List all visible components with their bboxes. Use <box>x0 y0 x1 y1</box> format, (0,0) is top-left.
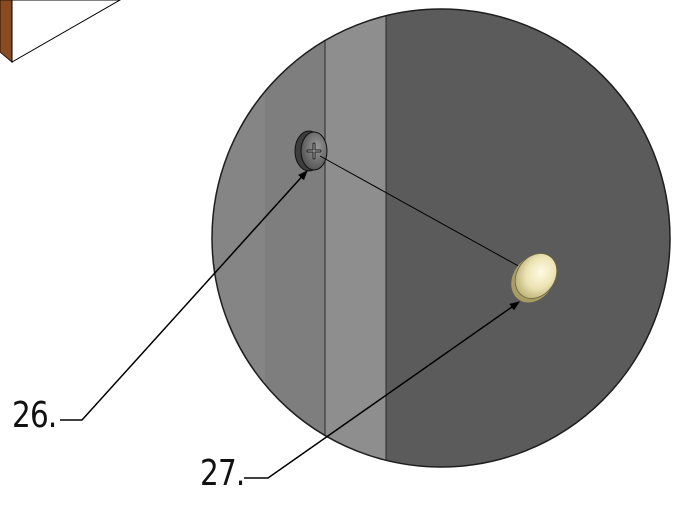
leader-line-27 <box>244 301 520 479</box>
assembly-line <box>319 155 523 269</box>
cap-part <box>511 253 558 303</box>
callout-label-26: 26. <box>12 395 57 436</box>
callout-label-27: 27. <box>200 453 245 494</box>
screw-part <box>294 130 328 172</box>
corner-panel <box>0 0 122 64</box>
round-disc <box>211 8 671 468</box>
leader-line-26 <box>60 170 308 421</box>
